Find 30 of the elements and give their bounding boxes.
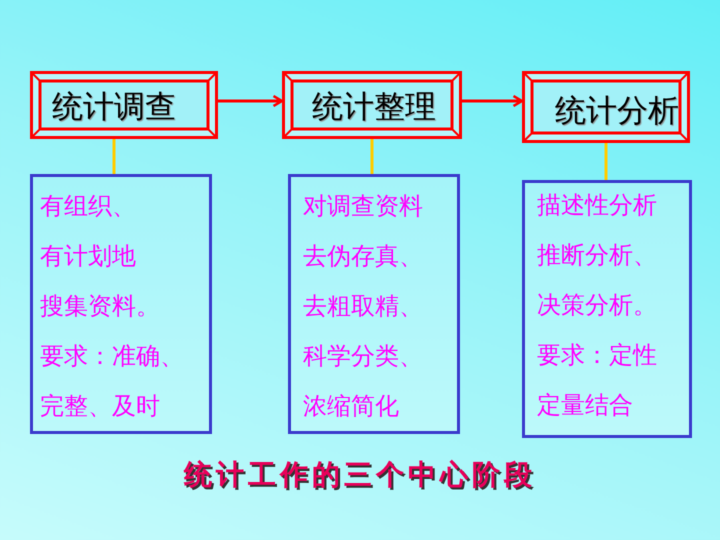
connector-line: [370, 139, 374, 174]
box-title: 统计整理: [312, 90, 436, 124]
arrow: [462, 94, 524, 108]
description-text: 去伪存真、: [303, 241, 423, 271]
description-text: 要求：准确、: [40, 341, 184, 371]
text-panel: [30, 174, 212, 434]
arrow: [218, 94, 284, 108]
description-text: 描述性分析: [537, 190, 657, 220]
description-text: 科学分类、: [303, 341, 423, 371]
text-panel: [288, 174, 460, 434]
description-text: 决策分析。: [537, 290, 657, 320]
process-box: [282, 71, 462, 139]
description-text: 有计划地: [40, 241, 136, 271]
text-panel: [522, 180, 692, 438]
description-text: 有组织、: [40, 191, 136, 221]
process-box: [30, 71, 218, 139]
description-text: 要求：定性: [537, 340, 657, 370]
box-title: 统计调查: [52, 90, 176, 124]
description-text: 定量结合: [537, 390, 633, 420]
process-box: [522, 71, 690, 143]
connector-line: [112, 139, 116, 174]
description-text: 对调查资料: [303, 191, 423, 221]
caption-text: 统计工作的三个中心阶段: [184, 458, 536, 492]
box-title: 统计分析: [555, 94, 679, 128]
description-text: 搜集资料。: [40, 291, 160, 321]
description-text: 浓缩简化: [303, 391, 399, 421]
connector-line: [604, 143, 608, 180]
description-text: 完整、及时: [40, 391, 160, 421]
description-text: 推断分析、: [537, 240, 657, 270]
description-text: 去粗取精、: [303, 291, 423, 321]
